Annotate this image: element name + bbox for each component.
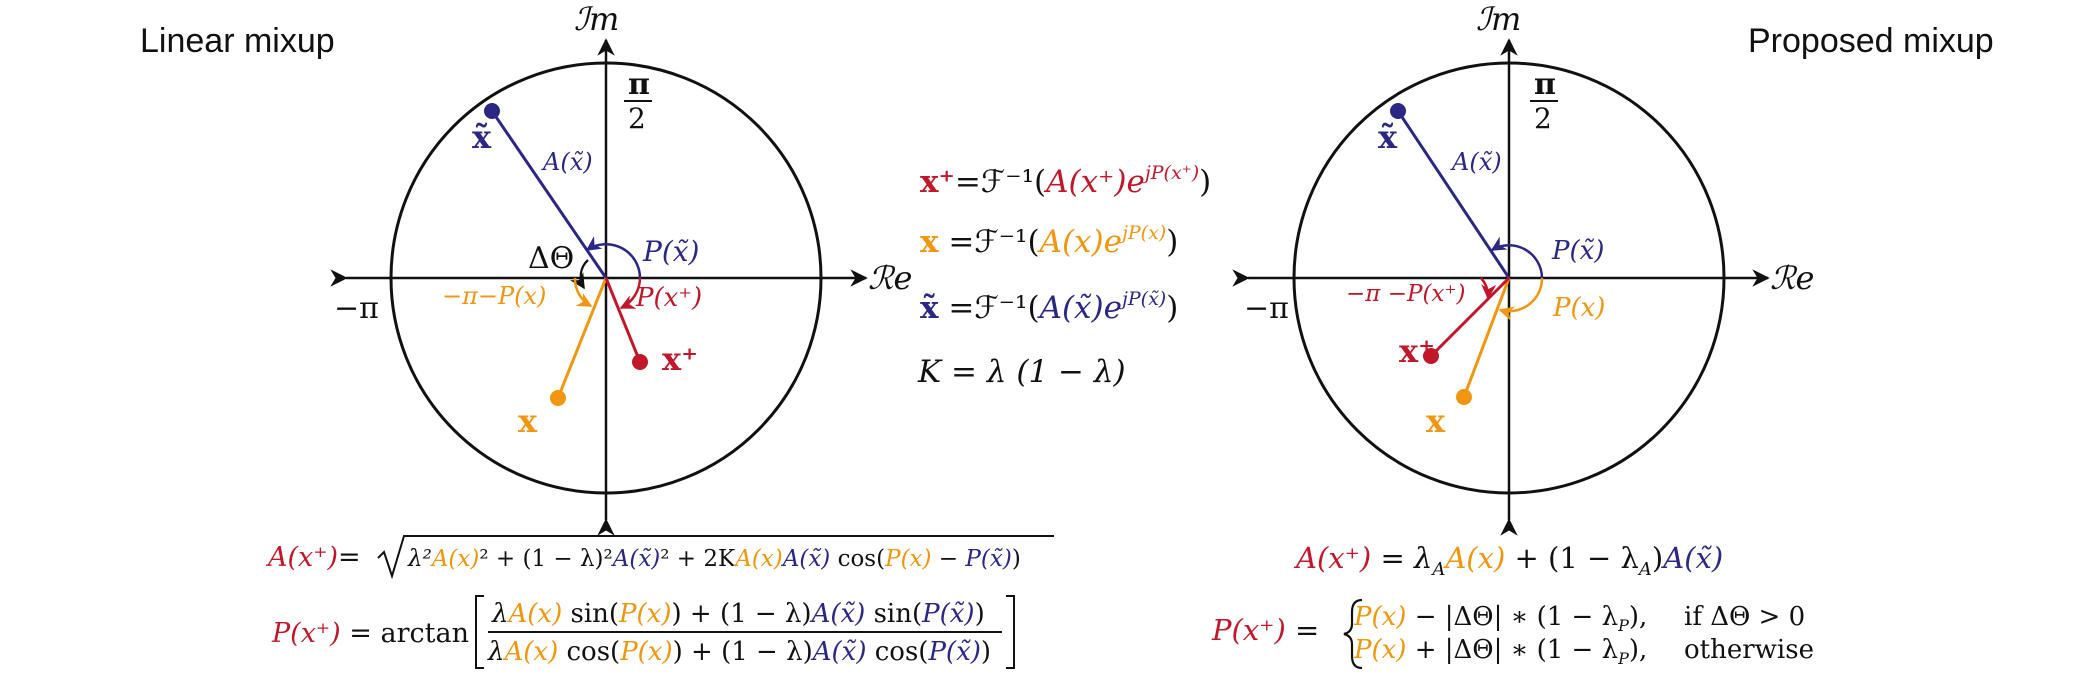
left-neg-pi-minus-Px-arc: [573, 277, 593, 308]
bottom-right-formulas: A(x⁺) = λAA(x) + (1 − λA)A(x̃) P(x⁺) = P…: [1211, 541, 1814, 670]
right-unit-circle: [1292, 61, 1726, 495]
left-title: Linear mixup: [140, 22, 335, 60]
right-Px-arc: [1498, 277, 1544, 321]
right-xtilde-label: x̃: [1378, 118, 1398, 156]
left-delta-theta-arc: [570, 259, 589, 290]
right-A-xtilde-label: A(x̃): [1450, 148, 1502, 176]
left-phase-numerator: λA(x) sin(P(x)) + (1 − λ)A(x̃) sin(P(x̃)…: [491, 599, 985, 629]
right-P-xtilde-label: P(x̃): [1551, 236, 1604, 266]
right-pi-num: π: [1534, 67, 1556, 102]
left-xtilde-point: [484, 103, 500, 119]
right-case-2: P(x) + |ΔΘ| ∗ (1 − λP),: [1353, 635, 1647, 668]
left-delta-theta-label: ΔΘ: [528, 241, 574, 276]
left-x-vector: [556, 277, 608, 399]
right-xplus-label: x⁺: [1399, 332, 1435, 370]
right-imag-label: ℐm: [1476, 0, 1521, 38]
left-amplitude-formula: A(x⁺)=: [265, 542, 361, 573]
left-xtilde-label: x̃: [472, 118, 492, 156]
right-title: Proposed mixup: [1748, 22, 1994, 60]
left-x-point: [550, 390, 566, 406]
left-P-xplus-arc: [619, 277, 642, 310]
left-imag-label: ℐm: [574, 0, 619, 38]
left-bracket-left: [475, 595, 484, 669]
eq-xtilde-lhs: x̃: [920, 290, 939, 326]
left-bracket-right: [1006, 595, 1015, 669]
left-neg-pi-minus-Px-label: −π−P(x): [442, 282, 546, 310]
right-cases-brace: [1343, 598, 1363, 670]
left-x-label: x: [518, 402, 538, 440]
right-phase-lhs: P(x⁺) =: [1211, 613, 1319, 647]
eq-x-lhs: x: [920, 224, 939, 260]
right-real-label: ℛe: [1770, 259, 1814, 297]
left-pi-den: 2: [628, 102, 646, 135]
left-P-xtilde-label: P(x̃): [642, 235, 699, 268]
right-x-point: [1456, 389, 1472, 405]
left-real-label: ℛe: [868, 259, 912, 297]
right-P-xtilde-arc: [1490, 236, 1544, 279]
right-case-1-condition: if ΔΘ > 0: [1684, 602, 1805, 632]
left-P-xplus-label: P(x⁺): [635, 283, 702, 313]
center-equations: x⁺=ℱ⁻¹(A(x⁺)ejP(x⁺)) x =ℱ⁻¹(A(x)ejP(x)) …: [917, 162, 1211, 390]
right-neg-pi-label: −π: [1244, 291, 1289, 326]
right-case-2-condition: otherwise: [1684, 635, 1814, 665]
right-x-vector: [1462, 277, 1511, 398]
left-xplus-point: [632, 354, 648, 370]
right-neg-pi-minus-Pxplus-label: −π −P(x⁺): [1346, 281, 1466, 307]
left-phase-lhs: P(x⁺) = arctan: [271, 618, 469, 649]
eq-xplus-lhs: x⁺: [920, 164, 955, 200]
left-sqrt-sign: [377, 535, 1054, 580]
left-neg-pi-label: −π: [334, 291, 379, 326]
left-unit-circle: [389, 61, 823, 495]
eq-x: x =ℱ⁻¹(A(x)ejP(x)): [920, 222, 1178, 260]
eq-K: K = λ (1 − λ): [917, 354, 1126, 390]
left-P-xtilde-arc: [585, 236, 642, 279]
right-case-1: P(x) − |ΔΘ| ∗ (1 − λP),: [1353, 602, 1647, 635]
right-xtilde-point: [1390, 103, 1406, 119]
left-A-xtilde-label: A(x̃): [541, 148, 593, 176]
bottom-left-formulas: A(x⁺)= λ²A(x)² + (1 − λ)²A(x̃)² + 2KA(x)…: [265, 535, 1054, 669]
left-pi-num: π: [628, 67, 650, 102]
right-Px-label: P(x): [1552, 293, 1605, 323]
right-xplus-point: [1423, 348, 1439, 364]
left-amplitude-radicand: λ²A(x)² + (1 − λ)²A(x̃)² + 2KA(x)A(x̃) c…: [407, 546, 1021, 572]
eq-xplus: x⁺=ℱ⁻¹(A(x⁺)ejP(x⁺)): [920, 162, 1211, 200]
left-xplus-label: x⁺: [662, 340, 698, 378]
right-x-label: x: [1426, 402, 1446, 440]
right-pi-den: 2: [1534, 102, 1552, 135]
right-panel: Proposed mixup ℐm ℛe −π π 2 x̃ A(x̃) P(x…: [1232, 0, 1994, 536]
left-panel: Linear mixup ℐm ℛe −π π 2 x̃ A(x̃) P(x̃)…: [140, 0, 912, 536]
left-xplus-vector: [604, 277, 642, 363]
right-amplitude-formula: A(x⁺) = λAA(x) + (1 − λA)A(x̃): [1293, 541, 1723, 580]
right-xtilde-vector: [1396, 110, 1511, 279]
right-neg-pi-minus-Pxplus-arc: [1480, 277, 1497, 300]
eq-xtilde: x̃ =ℱ⁻¹(A(x̃)ejP(x̃)): [920, 288, 1178, 326]
left-phase-denominator: λA(x) cos(P(x)) + (1 − λ)A(x̃) cos(P(x̃)…: [487, 637, 991, 667]
